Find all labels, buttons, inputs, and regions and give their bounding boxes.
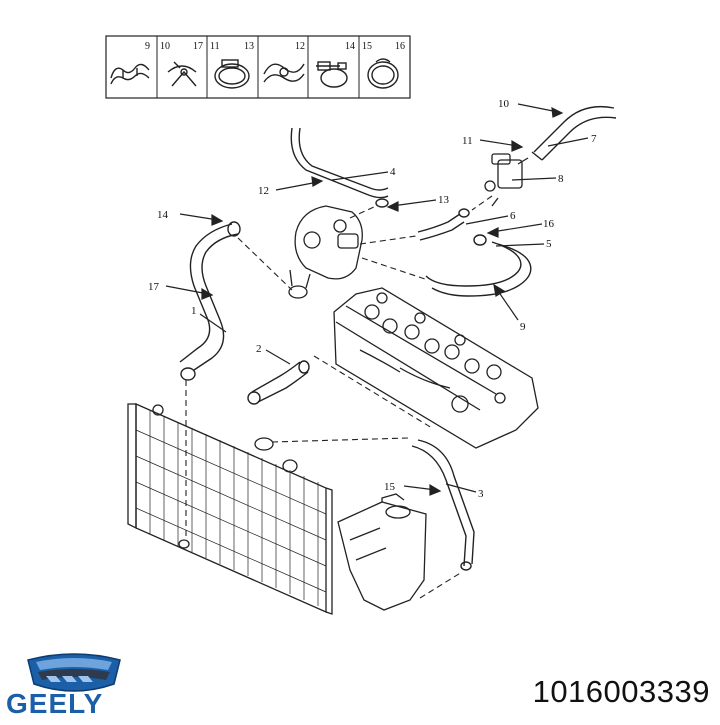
legend-cell-2-left: 10 <box>160 41 170 52</box>
callout-3: 3 <box>478 488 484 500</box>
hose-9 <box>425 234 532 297</box>
legend-cell-5-right: 14 <box>345 41 355 52</box>
flat-clamp-icon <box>263 63 305 83</box>
coolant-valve <box>484 153 529 207</box>
clamp-legend: 9 10 17 11 13 12 14 15 16 <box>105 35 411 99</box>
callout-1: 1 <box>191 305 197 317</box>
radiator <box>127 403 333 615</box>
callout-13: 13 <box>438 194 450 206</box>
callout-12: 12 <box>258 185 269 197</box>
legend-cell-1-right: 9 <box>145 41 150 52</box>
radiator-upper-hose <box>179 221 241 381</box>
thermostat-housing <box>288 205 363 299</box>
callout-10: 10 <box>498 98 510 110</box>
worm-clamp-icon <box>214 59 250 89</box>
hose-6 <box>417 208 470 241</box>
overflow-hose <box>411 439 475 571</box>
callout-14: 14 <box>157 209 169 221</box>
callout-6: 6 <box>510 210 516 222</box>
legend-cell-6-right: 16 <box>395 41 405 52</box>
screw-clamp-icon <box>316 61 348 88</box>
callout-5: 5 <box>546 238 552 250</box>
connection-lines <box>185 195 493 599</box>
legend-cell-4-right: 12 <box>295 41 305 52</box>
callout-9: 9 <box>520 321 526 333</box>
hose-4 <box>290 127 389 208</box>
callout-4: 4 <box>390 166 396 178</box>
callout-11: 11 <box>462 135 473 147</box>
legend-cell-6-left: 15 <box>362 41 372 52</box>
legend-cell-2-right: 17 <box>193 41 203 52</box>
coolant-reservoir <box>337 493 427 611</box>
pinch-clamp-icon <box>167 61 197 87</box>
callout-16: 16 <box>543 218 555 230</box>
leader-arrows <box>165 103 589 496</box>
brand-emblem <box>27 653 121 692</box>
callout-2: 2 <box>256 343 262 355</box>
cylinder-head <box>333 287 539 449</box>
radiator-lower-hose <box>247 360 310 405</box>
spring-clamp-icon <box>110 63 150 85</box>
ring-clamp-icon <box>367 58 399 89</box>
callout-15: 15 <box>384 481 396 493</box>
callout-17: 17 <box>148 281 160 293</box>
brand-wordmark: GEELY <box>6 688 104 719</box>
callout-8: 8 <box>558 173 564 185</box>
legend-cell-3-left: 11 <box>210 41 220 52</box>
part-number: 1016003339 <box>532 674 710 709</box>
callout-labels: 10 7 11 8 4 12 13 6 16 5 14 17 1 9 2 15 … <box>148 98 597 500</box>
legend-cell-3-right: 13 <box>244 41 254 52</box>
callout-7: 7 <box>591 133 597 145</box>
heater-hose-upper <box>531 105 617 161</box>
